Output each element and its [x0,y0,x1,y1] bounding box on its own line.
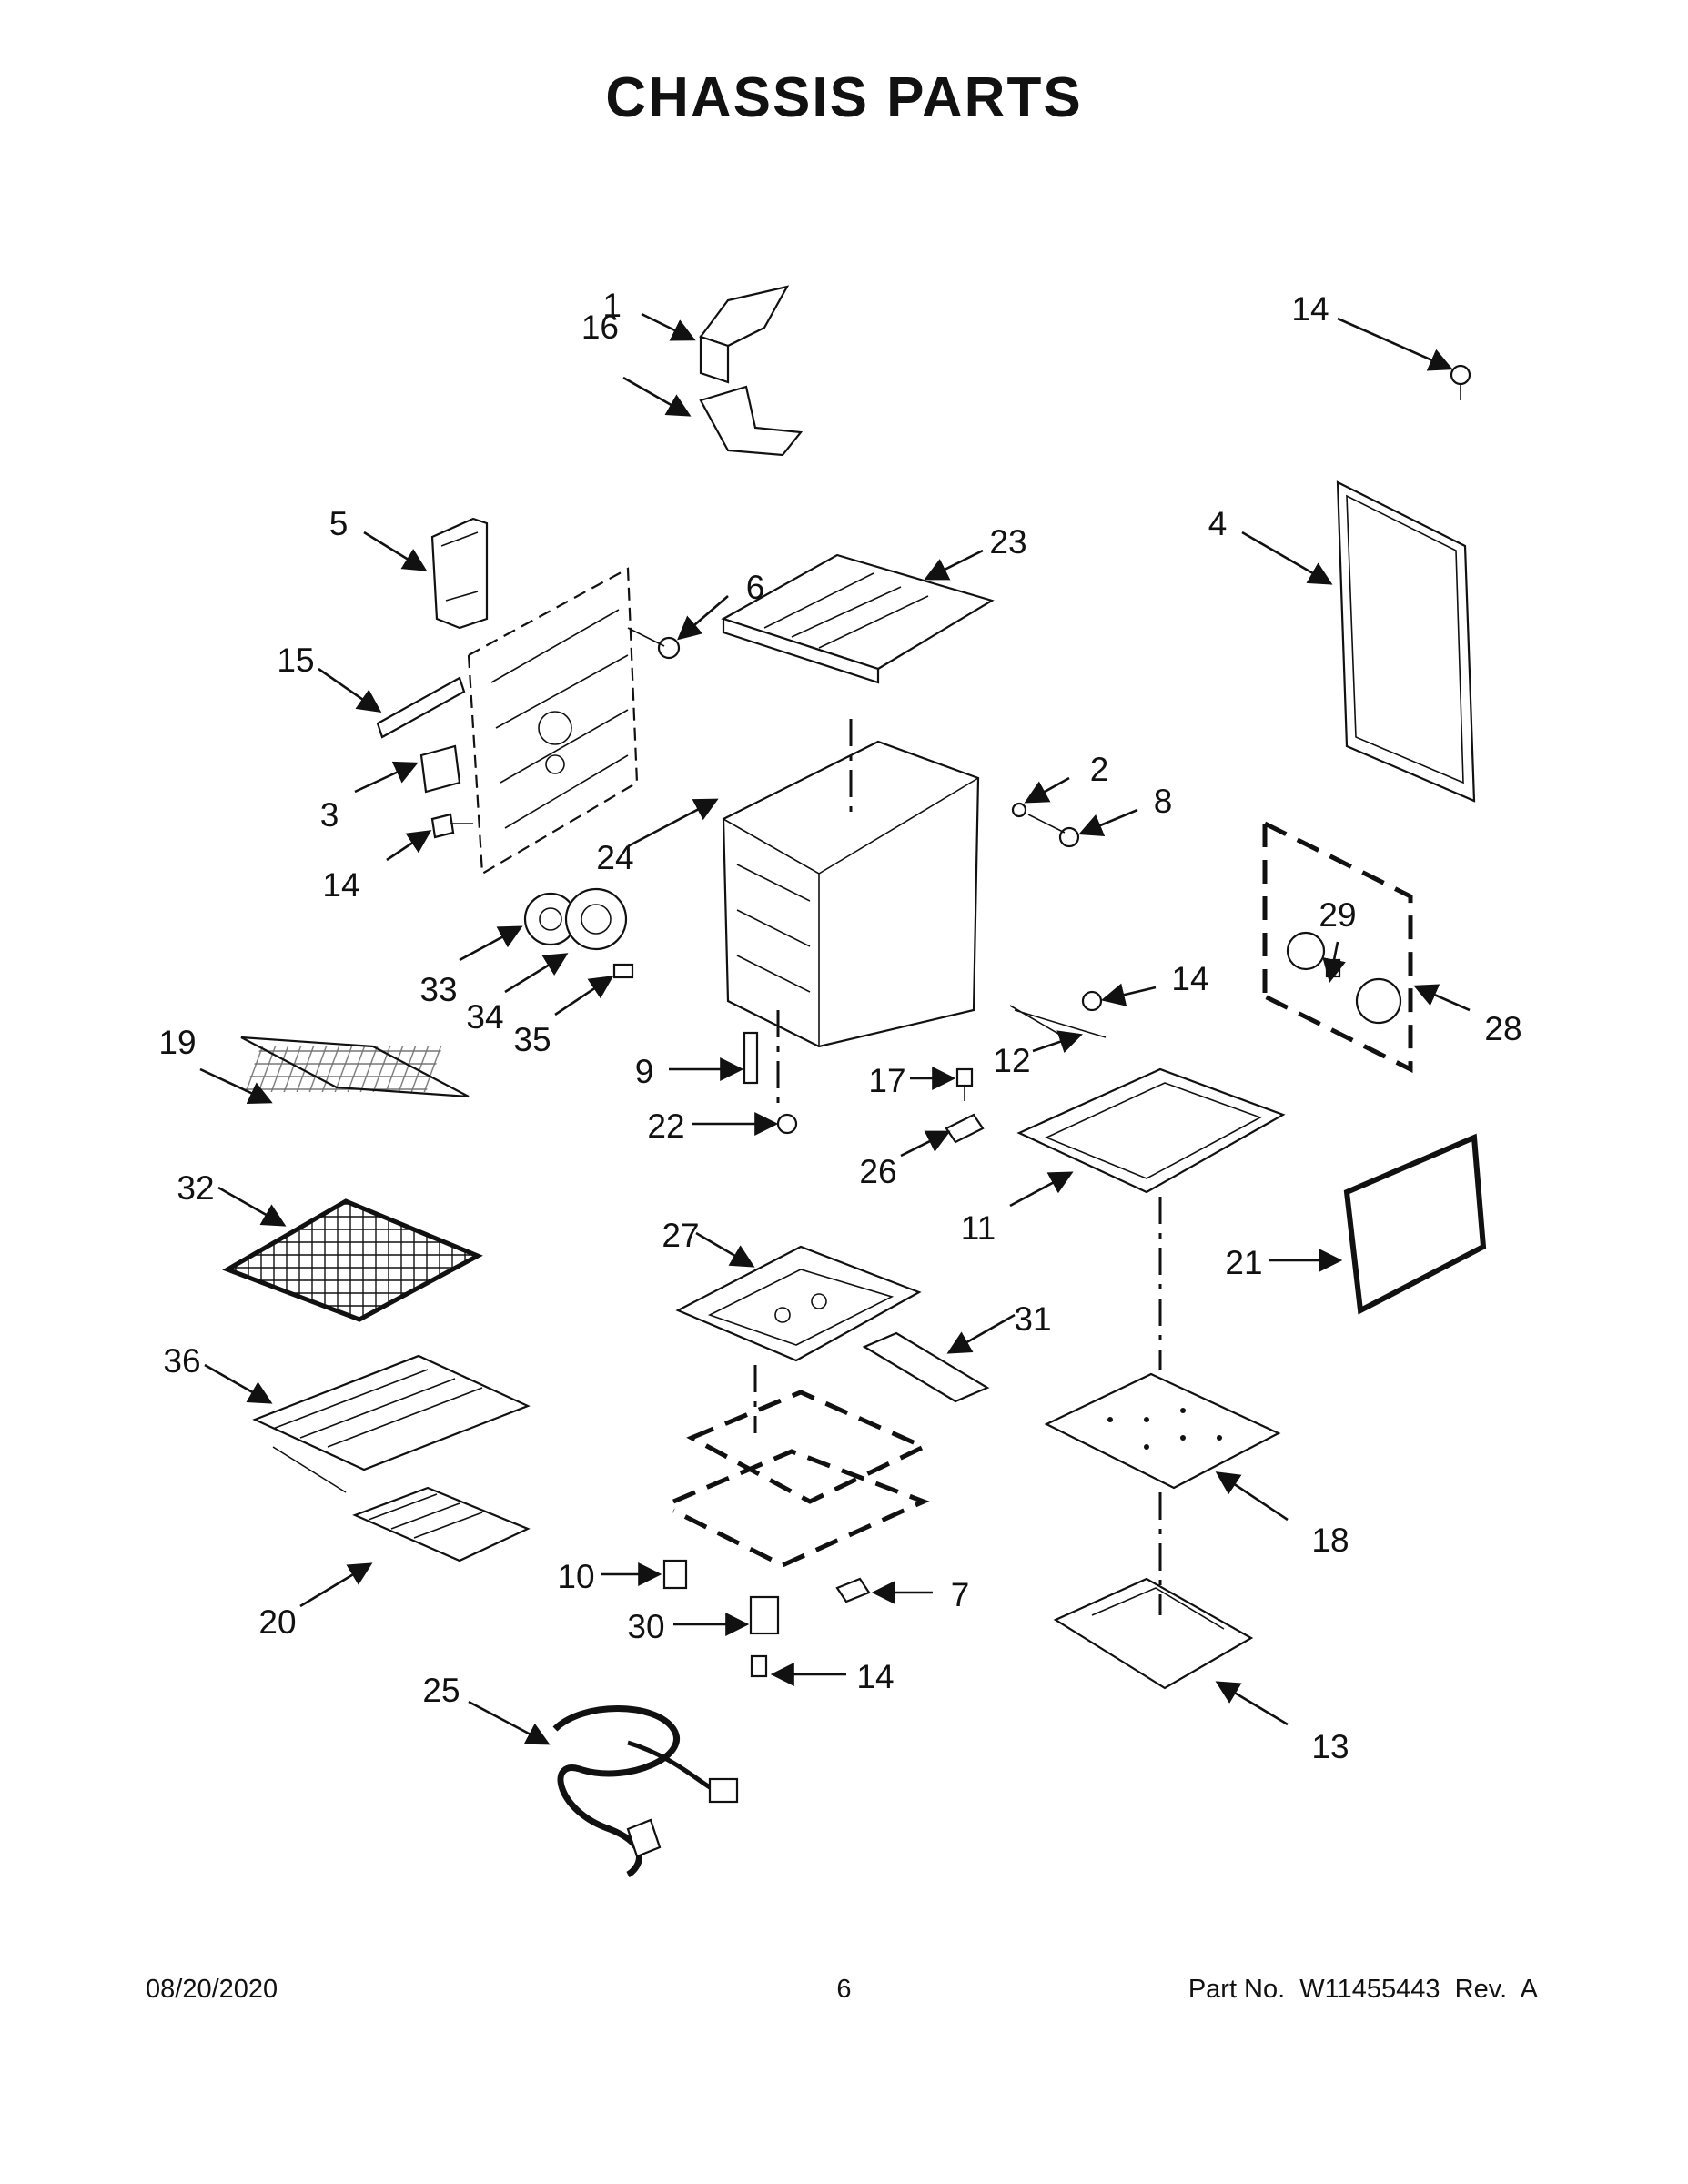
callout-21: 21 [1225,1244,1262,1281]
part-5-housing [430,517,489,630]
part-3-switch [419,744,461,794]
callout-32: 32 [177,1169,214,1207]
page-title: CHASSIS PARTS [605,66,1083,129]
part-10-orifice [662,1559,688,1590]
leader-lines [199,312,1471,1745]
callout-12: 12 [993,1042,1030,1079]
part-27-bottom-plate [675,1245,922,1362]
part-19-roller-rack [240,1036,470,1098]
part-20-rack [352,1486,531,1562]
callout-23: 23 [989,523,1026,561]
footer-page-number: 6 [836,1975,852,2004]
callout-labels: 1 16 14 4 5 23 6 15 2 8 3 24 14 29 28 33… [158,287,1521,1765]
part-30-valve [749,1595,780,1635]
part-35-nut [612,963,634,979]
part-24-oven-cavity [722,740,980,1048]
callout-14: 14 [856,1658,894,1695]
callout-2: 2 [1090,751,1109,788]
back-panel [467,567,639,875]
callout-8: 8 [1154,783,1173,820]
part-15-strip [376,676,466,739]
callout-36: 36 [163,1342,200,1380]
part-4-door-frame [1336,480,1476,803]
callout-26: 26 [859,1153,896,1190]
callout-19: 19 [158,1024,196,1061]
callout-22: 22 [647,1107,684,1145]
callout-16: 16 [581,308,619,346]
callout-34: 34 [466,998,503,1036]
part-14-screw-left [430,813,473,839]
callout-6: 6 [746,569,765,606]
callout-11: 11 [961,1209,996,1247]
callout-33: 33 [419,971,457,1008]
callout-1: 1 [602,287,622,324]
callout-18: 18 [1311,1522,1349,1559]
callout-30: 30 [627,1608,664,1645]
part-23-top-plate [721,553,995,684]
part-14-screw-sensor [1081,990,1103,1012]
callout-17: 17 [868,1062,905,1099]
callout-27: 27 [662,1217,699,1254]
part-17-screw [955,1067,974,1101]
callout-10: 10 [557,1558,594,1595]
part-32-oven-rack [222,1198,483,1322]
callout-35: 35 [513,1021,551,1058]
callout-13: 13 [1311,1728,1349,1765]
part-36-rack [252,1354,531,1493]
callout-15: 15 [277,642,314,679]
callout-14: 14 [1171,960,1208,997]
part-14-screw-bottom [750,1654,768,1678]
part-26-clip [945,1113,985,1144]
part-13-drawer-pan [1053,1577,1254,1690]
part-9-bracket [743,1031,759,1085]
part-12-sensor [1009,1005,1107,1038]
part-1-vent-bracket [699,285,790,384]
callout-31: 31 [1014,1300,1051,1338]
alignment-guides [776,719,1162,1615]
part-18-bottom-panel [1044,1372,1281,1490]
callout-14: 14 [1291,290,1329,328]
part-2-spacer [1011,802,1027,818]
part-25-power-cord [552,1705,739,1878]
callout-28: 28 [1484,1010,1521,1047]
callout-7: 7 [951,1576,970,1613]
callout-4: 4 [1208,505,1228,542]
footer-date: 08/20/2020 [146,1975,278,2004]
callout-29: 29 [1319,896,1356,934]
part-11-door-window [1016,1067,1286,1194]
part-16-deflector [699,385,804,457]
callout-14: 14 [322,866,359,904]
part-8-screw [1027,814,1080,848]
callout-24: 24 [596,839,633,876]
callout-20: 20 [258,1603,296,1641]
part-14-screw-top [1450,364,1471,400]
part-22-screw [776,1113,798,1135]
part-21-door-gasket [1343,1133,1487,1315]
footer-part-number: Part No. W11455443 Rev. A [1188,1975,1538,2004]
part-34-fan-cover [564,887,628,951]
callout-5: 5 [329,505,349,542]
lower-burner-assembly [672,1365,930,1568]
part-31-bake-element [862,1331,990,1403]
part-7-clip [835,1577,871,1603]
callout-9: 9 [635,1053,654,1090]
callout-25: 25 [422,1672,460,1709]
callout-3: 3 [320,796,339,834]
part-6-screw [627,627,681,660]
